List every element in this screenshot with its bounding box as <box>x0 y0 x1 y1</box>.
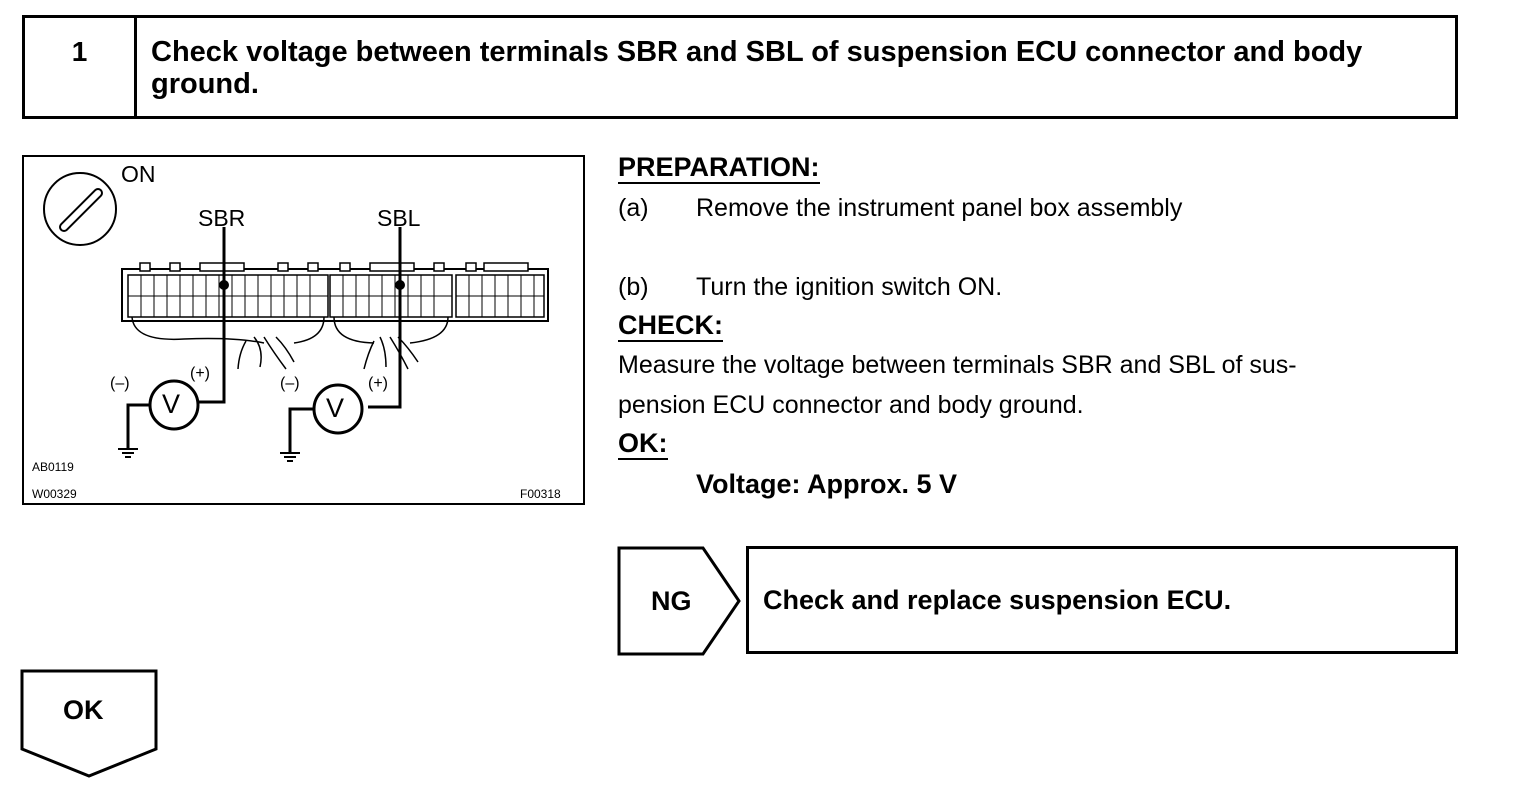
ok-heading: OK: <box>618 428 668 460</box>
switch-on-label: ON <box>121 161 156 187</box>
ng-action-text: Check and replace suspension ECU. <box>763 585 1232 615</box>
figure-code: F00318 <box>520 487 561 501</box>
figure-code: W00329 <box>32 487 77 501</box>
voltmeter-right-symbol: V <box>326 393 345 423</box>
voltmeter-icon <box>148 379 200 431</box>
negative-lead-label: (–) <box>110 375 130 392</box>
check-line-2: pension ECU connector and body ground. <box>618 391 1084 419</box>
probe-wires <box>126 227 405 453</box>
figure-code: AB0119 <box>32 460 74 474</box>
voltmeter-icon <box>312 383 364 435</box>
ecu-connector <box>121 262 549 322</box>
item-text: Remove the instrument panel box assembly <box>696 194 1183 222</box>
ng-label: NG <box>651 586 692 616</box>
ng-arrow-icon <box>617 546 741 656</box>
positive-lead-label: (+) <box>368 375 388 392</box>
preparation-heading: PREPARATION: <box>618 152 820 184</box>
check-heading: CHECK: <box>618 310 723 342</box>
item-letter: (a) <box>618 194 649 222</box>
positive-lead-label: (+) <box>190 365 210 382</box>
ignition-switch-icon <box>43 172 117 246</box>
item-letter: (b) <box>618 273 649 301</box>
check-line-1: Measure the voltage between terminals SB… <box>618 351 1297 379</box>
ground-symbols <box>118 448 300 462</box>
negative-lead-label: (–) <box>280 375 300 392</box>
step-number: 1 <box>25 18 137 116</box>
step-title: Check voltage between terminals SBR and … <box>151 36 1363 100</box>
terminal-sbr-label: SBR <box>198 205 246 231</box>
ok-spec-value: Voltage: Approx. 5 V <box>696 469 958 499</box>
voltmeter-left-symbol: V <box>162 389 181 419</box>
connector-diagram <box>43 172 549 462</box>
terminal-sbl-label: SBL <box>377 205 421 231</box>
step-header: 1 Check voltage between terminals SBR an… <box>22 15 1458 119</box>
ok-label: OK <box>63 695 104 725</box>
item-text: Turn the ignition switch ON. <box>696 273 1003 301</box>
preparation-item-b: (b) Turn the ignition switch ON. <box>618 267 1002 307</box>
wiring-illustration: ON SBR SBL V V (–) (+) (–) (+) AB0119 W0… <box>22 155 585 505</box>
ng-action-box: Check and replace suspension ECU. <box>746 546 1458 654</box>
preparation-item-a: (a) Remove the instrument panel box assem… <box>618 188 1182 228</box>
ok-arrow-icon <box>20 669 158 778</box>
